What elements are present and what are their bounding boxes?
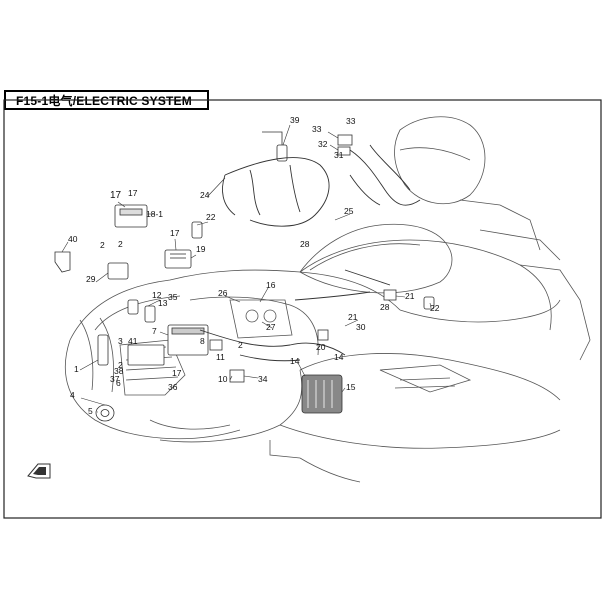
callout-2: 2 bbox=[238, 340, 243, 350]
callout-4: 4 bbox=[70, 390, 75, 400]
callout-28: 28 bbox=[300, 239, 310, 249]
callout-18-1: 18-1 bbox=[146, 209, 163, 219]
relay-module bbox=[107, 262, 129, 280]
callout-36: 36 bbox=[168, 382, 178, 392]
vehicle-outline bbox=[64, 116, 591, 483]
callout-39: 39 bbox=[290, 115, 300, 125]
callout-28: 28 bbox=[380, 302, 390, 312]
sensor-12 bbox=[144, 305, 156, 323]
callout-37: 37 bbox=[110, 374, 120, 384]
relay-box bbox=[164, 249, 192, 269]
switch-8 bbox=[209, 339, 223, 351]
callout-31: 31 bbox=[334, 150, 344, 160]
callout-14: 14 bbox=[334, 352, 344, 362]
callout-15: 15 bbox=[346, 382, 356, 392]
callout-17: 17 bbox=[170, 228, 180, 238]
callout-16: 16 bbox=[266, 280, 276, 290]
callout-38: 38 bbox=[114, 366, 124, 376]
switch-10 bbox=[229, 369, 245, 383]
callout-7: 7 bbox=[152, 326, 157, 336]
callout-33: 33 bbox=[346, 116, 356, 126]
diagram-border bbox=[3, 99, 602, 519]
callout-29: 29 bbox=[86, 274, 96, 284]
sensor-22 bbox=[423, 296, 435, 310]
callout-26: 26 bbox=[218, 288, 228, 298]
coil-22 bbox=[191, 221, 203, 239]
leader-lines bbox=[61, 124, 432, 413]
callout-40: 40 bbox=[68, 234, 78, 244]
callout-19: 19 bbox=[196, 244, 206, 254]
callout-27: 27 bbox=[266, 322, 276, 332]
callout-6: 6 bbox=[116, 378, 121, 388]
callout-labels: 39 33 33 32 31 17 17 18-1 24 22 17 19 25… bbox=[68, 115, 440, 416]
part-20 bbox=[317, 329, 329, 341]
callout-8: 8 bbox=[200, 336, 205, 346]
callout-17: 17 bbox=[172, 368, 182, 378]
wire-harness bbox=[199, 144, 421, 362]
callout-33: 33 bbox=[312, 124, 322, 134]
callout-35: 35 bbox=[168, 292, 178, 302]
light-1 bbox=[97, 334, 109, 366]
callout-21: 21 bbox=[405, 291, 415, 301]
brand-logo-icon bbox=[27, 463, 51, 479]
callout-24: 24 bbox=[200, 190, 210, 200]
connector-33 bbox=[337, 134, 353, 146]
fuse-block bbox=[127, 344, 165, 366]
callout-10: 10 bbox=[218, 374, 228, 384]
mount-bracket bbox=[54, 251, 71, 273]
callout-1: 1 bbox=[74, 364, 79, 374]
components bbox=[54, 131, 435, 422]
callout-32: 32 bbox=[318, 139, 328, 149]
callout-41: 41 bbox=[128, 336, 138, 346]
callout-21: 21 bbox=[348, 312, 358, 322]
ecu-module bbox=[114, 204, 148, 228]
callout-34: 34 bbox=[258, 374, 268, 384]
callout-17: 17 bbox=[128, 188, 138, 198]
callout-2: 2 bbox=[118, 360, 123, 370]
callout-30: 30 bbox=[356, 322, 366, 332]
callout-5: 5 bbox=[88, 406, 93, 416]
callout-14: 14 bbox=[290, 356, 300, 366]
callout-17: 17 bbox=[110, 190, 122, 201]
callout-2: 2 bbox=[100, 240, 105, 250]
callout-25: 25 bbox=[344, 206, 354, 216]
callout-11: 11 bbox=[216, 352, 225, 362]
callout-12: 12 bbox=[152, 290, 162, 300]
callout-22: 22 bbox=[206, 212, 216, 222]
callout-13: 13 bbox=[158, 298, 168, 308]
callout-3: 3 bbox=[118, 336, 123, 346]
switch-21 bbox=[383, 289, 397, 301]
callout-20: 20 bbox=[316, 342, 326, 352]
callout-2: 2 bbox=[118, 239, 123, 249]
callout-22: 22 bbox=[430, 303, 440, 313]
